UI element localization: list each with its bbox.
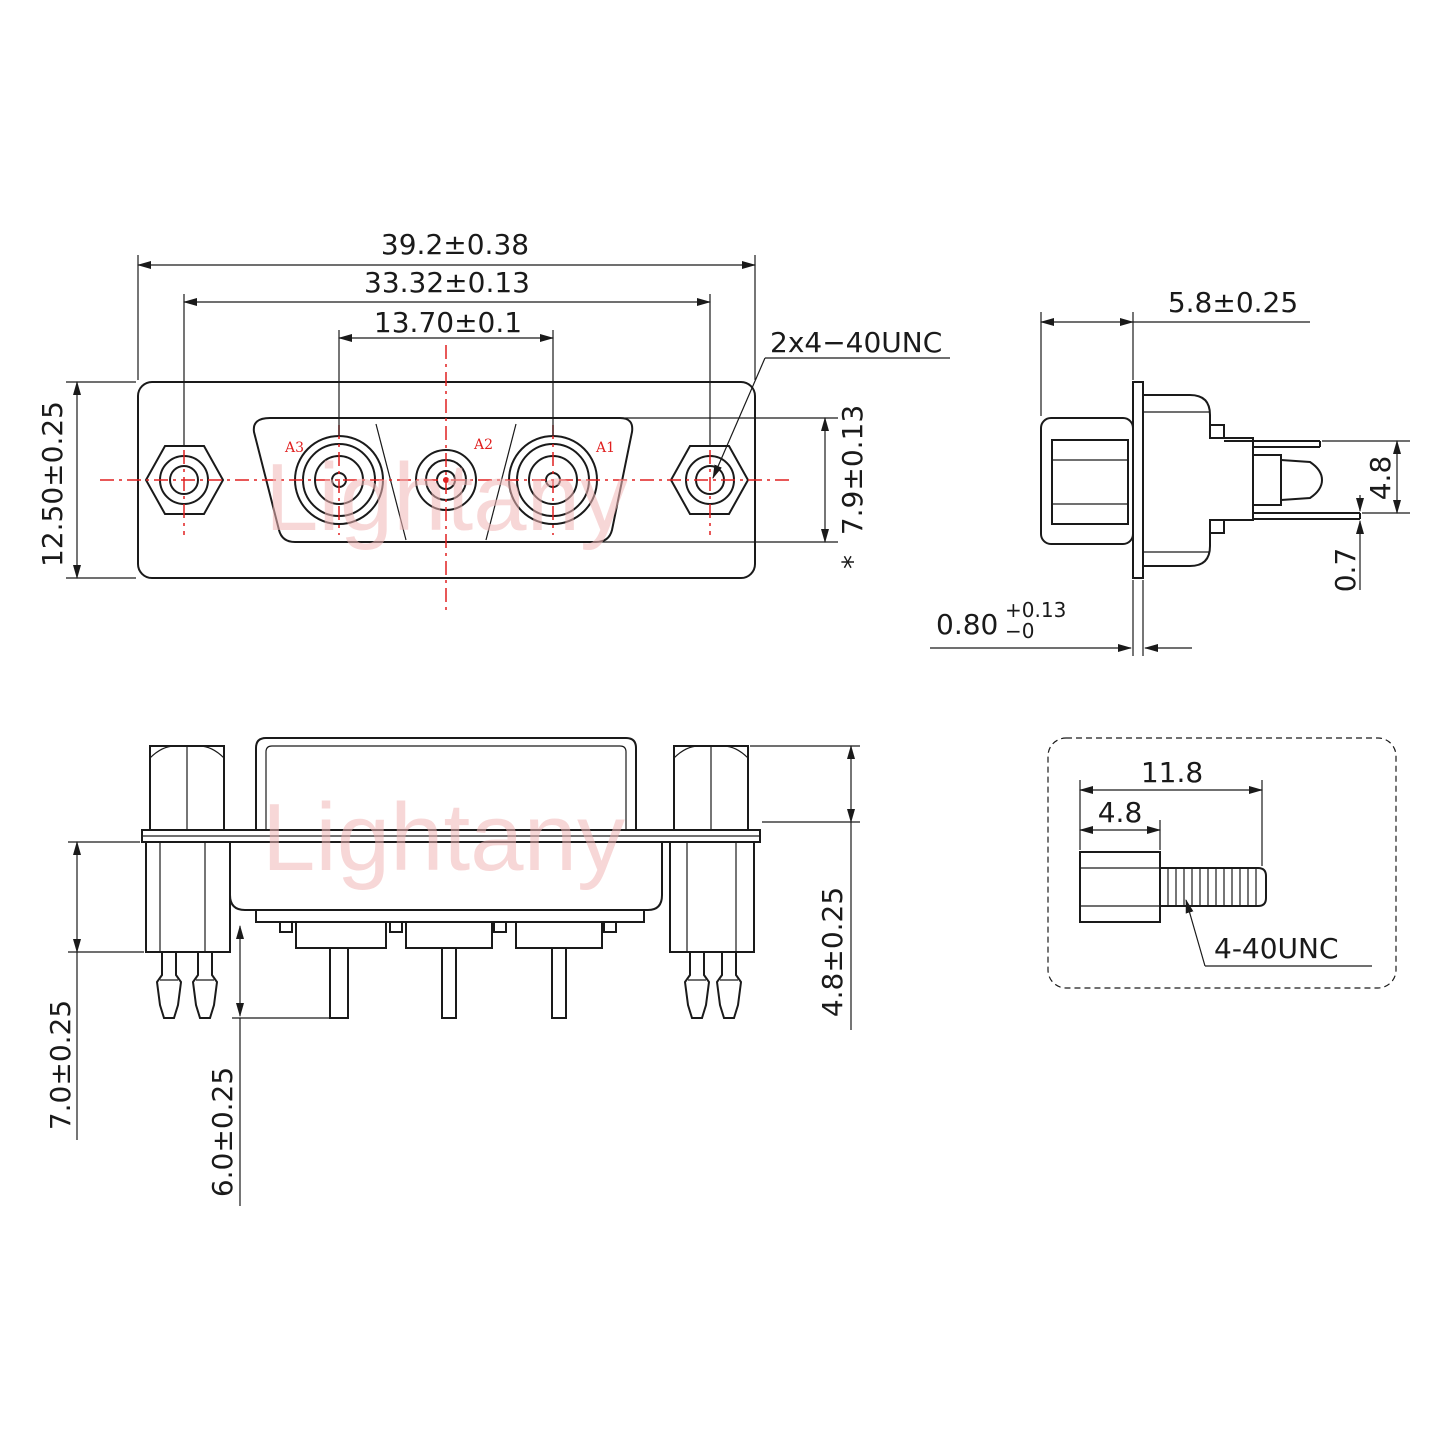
dim-pin-thick: 0.7 <box>1329 548 1362 593</box>
dim-contact-spacing: 13.70±0.1 <box>374 306 522 339</box>
dim-flange-base: 0.80 <box>936 608 998 641</box>
watermark-bottom: Lightany <box>262 784 625 891</box>
pin-label-a2: A2 <box>473 437 493 453</box>
contact-tails <box>279 921 617 1019</box>
dim-standoff-left: 7.0±0.25 <box>44 1000 77 1130</box>
watermark-front: Lightany <box>265 444 628 551</box>
front-view: A3 A2 A1 39.2±0.38 33.32±0.13 13.70±0.1 … <box>36 228 950 615</box>
right-boardlock-pins <box>683 952 743 1019</box>
dim-pin-length: 6.0±0.25 <box>206 1067 239 1197</box>
dim-flange-tol-minus: −0 <box>1005 619 1034 643</box>
dim-pin-offset: 4.8 <box>1364 456 1397 501</box>
dim-flange-tol-plus: +0.13 <box>1005 598 1066 622</box>
thread-lines <box>1167 868 1257 906</box>
pin-label-a3: A3 <box>284 440 304 456</box>
dim-mount-spacing: 33.32±0.13 <box>364 266 530 299</box>
dim-depth: 5.8±0.25 <box>1168 286 1298 319</box>
detail-view: 11.8 4.8 4-40UNC <box>1047 737 1397 989</box>
dim-body-right: 4.8±0.25 <box>816 887 849 1017</box>
dim-detail-hex: 4.8 <box>1098 796 1143 829</box>
dim-detail-total: 11.8 <box>1141 756 1203 789</box>
front-d-shell <box>252 417 634 543</box>
dim-height: 12.50±0.25 <box>36 401 69 567</box>
detail-thread-label: 4-40UNC <box>1214 932 1339 965</box>
dim-thread-callout: 2x4−40UNC <box>770 326 942 359</box>
dim-shell-height: 7.9±0.13 <box>836 405 869 535</box>
side-view: 5.8±0.25 4.8 0.7 0.80 +0.13 −0 <box>930 286 1410 656</box>
dim-shell-mark: * <box>836 555 869 569</box>
dim-overall-width: 39.2±0.38 <box>381 228 529 261</box>
left-boardlock-pins <box>155 952 219 1019</box>
pin-label-a1: A1 <box>595 440 615 456</box>
bottom-view: 7.0±0.25 6.0±0.25 4.8±0.25 Lightany <box>44 737 860 1206</box>
